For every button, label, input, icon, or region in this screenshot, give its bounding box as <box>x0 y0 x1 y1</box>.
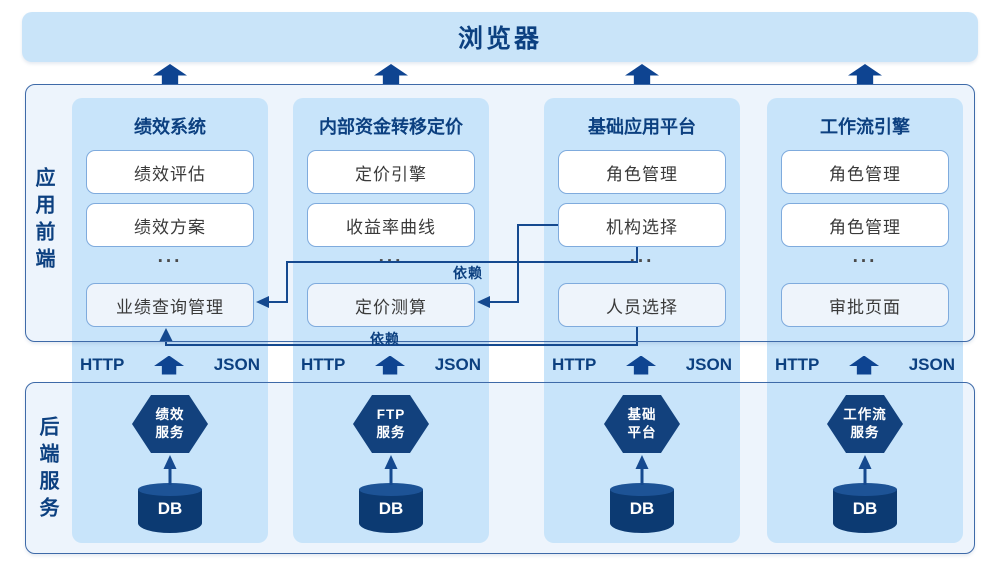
protocol-row: HTTP JSON <box>293 353 489 377</box>
up-arrow-icon <box>375 355 406 375</box>
module-box: 定价测算 <box>307 283 475 327</box>
http-label: HTTP <box>775 355 820 374</box>
protocol-row: HTTP JSON <box>767 353 963 377</box>
database-top <box>359 483 423 496</box>
protocol-row: HTTP JSON <box>544 353 740 377</box>
browser-banner: 浏览器 <box>22 12 978 62</box>
module-box: 绩效方案 <box>86 203 254 247</box>
service-name-line: 工作流 <box>843 407 887 423</box>
column-title: 内部资金转移定价 <box>319 117 463 137</box>
json-label: JSON <box>685 355 732 374</box>
dependency-label: 依赖 <box>370 331 400 347</box>
service-name-line: 平台 <box>627 425 657 440</box>
database-cylinder: DB <box>359 483 423 533</box>
http-label: HTTP <box>301 355 346 374</box>
module-box: 收益率曲线 <box>307 203 475 247</box>
database-top <box>610 483 674 496</box>
service-name-line: 服务 <box>376 425 406 440</box>
service-hexagon: FTP 服务 <box>353 395 429 453</box>
service-name-line: 服务 <box>850 425 880 440</box>
database-top <box>138 483 202 496</box>
module-box: 业绩查询管理 <box>86 283 254 327</box>
up-arrow-icon <box>849 355 880 375</box>
dependency-label: 依赖 <box>453 265 483 281</box>
up-arrow-icon <box>625 64 659 85</box>
ellipsis: ... <box>629 246 655 267</box>
service-name-line: FTP <box>376 407 406 423</box>
service-name-line: 绩效 <box>155 407 185 423</box>
http-label: HTTP <box>80 355 125 374</box>
json-label: JSON <box>213 355 260 374</box>
database-label: DB <box>852 499 878 518</box>
database-top <box>833 483 897 496</box>
module-box: 机构选择 <box>558 203 726 247</box>
column-ftp-pricing: 内部资金转移定价 定价引擎 收益率曲线 ... 定价测算 HTTP JSON F… <box>293 98 489 543</box>
database-cylinder: DB <box>610 483 674 533</box>
module-box: 定价引擎 <box>307 150 475 194</box>
backend-section-label: 后端服务 <box>36 416 58 524</box>
module-box: 人员选择 <box>558 283 726 327</box>
service-name-line: 服务 <box>155 425 185 440</box>
service-hexagon: 工作流 服务 <box>827 395 903 453</box>
column-performance-system: 绩效系统 绩效评估 绩效方案 ... 业绩查询管理 HTTP JSON 绩效 服… <box>72 98 268 543</box>
ellipsis: ... <box>157 246 183 267</box>
column-title: 工作流引擎 <box>820 117 910 137</box>
column-title: 绩效系统 <box>134 117 206 137</box>
service-hexagon: 基础 平台 <box>604 395 680 453</box>
json-label: JSON <box>908 355 955 374</box>
database-body <box>610 489 674 533</box>
module-box: 绩效评估 <box>86 150 254 194</box>
module-box: 审批页面 <box>781 283 949 327</box>
column-base-platform: 基础应用平台 角色管理 机构选择 ... 人员选择 HTTP JSON 基础 平… <box>544 98 740 543</box>
database-label: DB <box>629 499 655 518</box>
database-label: DB <box>157 499 183 518</box>
up-arrow-icon <box>626 355 657 375</box>
column-title: 基础应用平台 <box>588 117 696 137</box>
up-arrow-icon <box>153 64 187 85</box>
module-box: 角色管理 <box>781 150 949 194</box>
database-label: DB <box>378 499 404 518</box>
database-cylinder: DB <box>138 483 202 533</box>
database-cylinder: DB <box>833 483 897 533</box>
protocol-row: HTTP JSON <box>72 353 268 377</box>
module-box: 角色管理 <box>558 150 726 194</box>
column-workflow-engine: 工作流引擎 角色管理 角色管理 ... 审批页面 HTTP JSON 工作流 服… <box>767 98 963 543</box>
browser-banner-label: 浏览器 <box>457 25 542 53</box>
database-body <box>359 489 423 533</box>
database-body <box>833 489 897 533</box>
up-arrow-icon <box>154 355 185 375</box>
database-body <box>138 489 202 533</box>
json-label: JSON <box>434 355 481 374</box>
ellipsis: ... <box>852 246 878 267</box>
up-arrow-icon <box>374 64 408 85</box>
service-name-line: 基础 <box>627 407 657 423</box>
service-hexagon: 绩效 服务 <box>132 395 208 453</box>
up-arrow-icon <box>848 64 882 85</box>
module-box: 角色管理 <box>781 203 949 247</box>
frontend-section-label: 应用前端 <box>32 167 54 275</box>
http-label: HTTP <box>552 355 597 374</box>
